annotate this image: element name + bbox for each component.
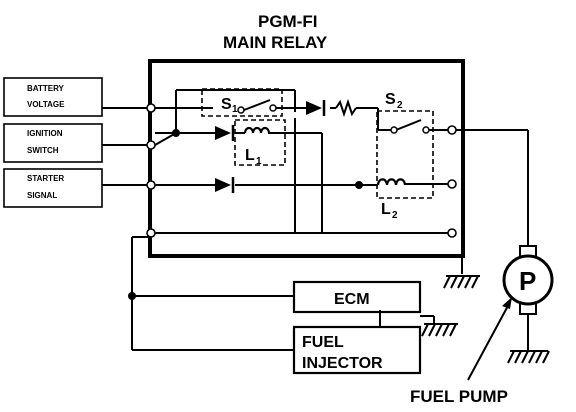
battery-label-line-1: BATTERY (27, 84, 65, 93)
arrow-head-icon (502, 297, 512, 309)
coil-l1-icon (243, 126, 271, 134)
label-l1-sub: 1 (256, 156, 262, 167)
ground-icon (443, 275, 480, 289)
ignition-label-line-1: IGNITION (27, 129, 63, 138)
label-s2: S 2 (385, 91, 403, 111)
relay-dashed-outlines (201, 88, 434, 199)
label-s1-sub: 1 (232, 104, 238, 115)
diode-starter (215, 177, 235, 193)
fuel-injector: FUEL INJECTOR (292, 325, 422, 375)
diode-ignition (215, 125, 235, 141)
label-l2-letter: L (381, 201, 391, 218)
input-wires (102, 107, 147, 186)
label-s2-letter: S (385, 91, 396, 108)
battery-label-line-2: VOLTAGE (27, 100, 65, 109)
label-l2-sub: 2 (392, 210, 398, 221)
label-s1: S 1 (221, 96, 238, 115)
injector-label-line-1: FUEL (302, 334, 344, 351)
fuel-pump-label: FUEL PUMP (410, 387, 508, 406)
battery-voltage-input: BATTERY VOLTAGE (3, 77, 103, 117)
starter-label-line-1: STARTER (27, 174, 64, 183)
label-l1-letter: L (245, 147, 255, 164)
title-line-1: PGM-FI (258, 12, 318, 31)
ecm-module: ECM (292, 280, 422, 314)
label-s2-sub: 2 (397, 100, 403, 111)
ecm-label: ECM (334, 291, 370, 308)
switch-contacts (237, 104, 430, 134)
coil-l2-icon (376, 178, 407, 186)
title-line-2: MAIN RELAY (223, 33, 328, 52)
label-s1-letter: S (221, 96, 232, 113)
starter-label-line-2: SIGNAL (27, 191, 57, 200)
injector-label-line-2: INJECTOR (302, 355, 383, 372)
pump-symbol: P (519, 266, 536, 296)
label-l2: L 2 (381, 201, 398, 221)
starter-signal-input: STARTER SIGNAL (3, 168, 103, 208)
ignition-switch-input: IGNITION SWITCH (3, 123, 103, 163)
ground-icon (507, 350, 550, 364)
ignition-label-line-2: SWITCH (27, 146, 59, 155)
fuel-pump-motor-icon: P (502, 245, 554, 315)
label-l1: L 1 (245, 147, 262, 167)
diode-s2-feed (306, 100, 326, 116)
internal-wiring (150, 89, 448, 234)
ground-icon (421, 323, 458, 337)
external-wiring (131, 129, 529, 381)
